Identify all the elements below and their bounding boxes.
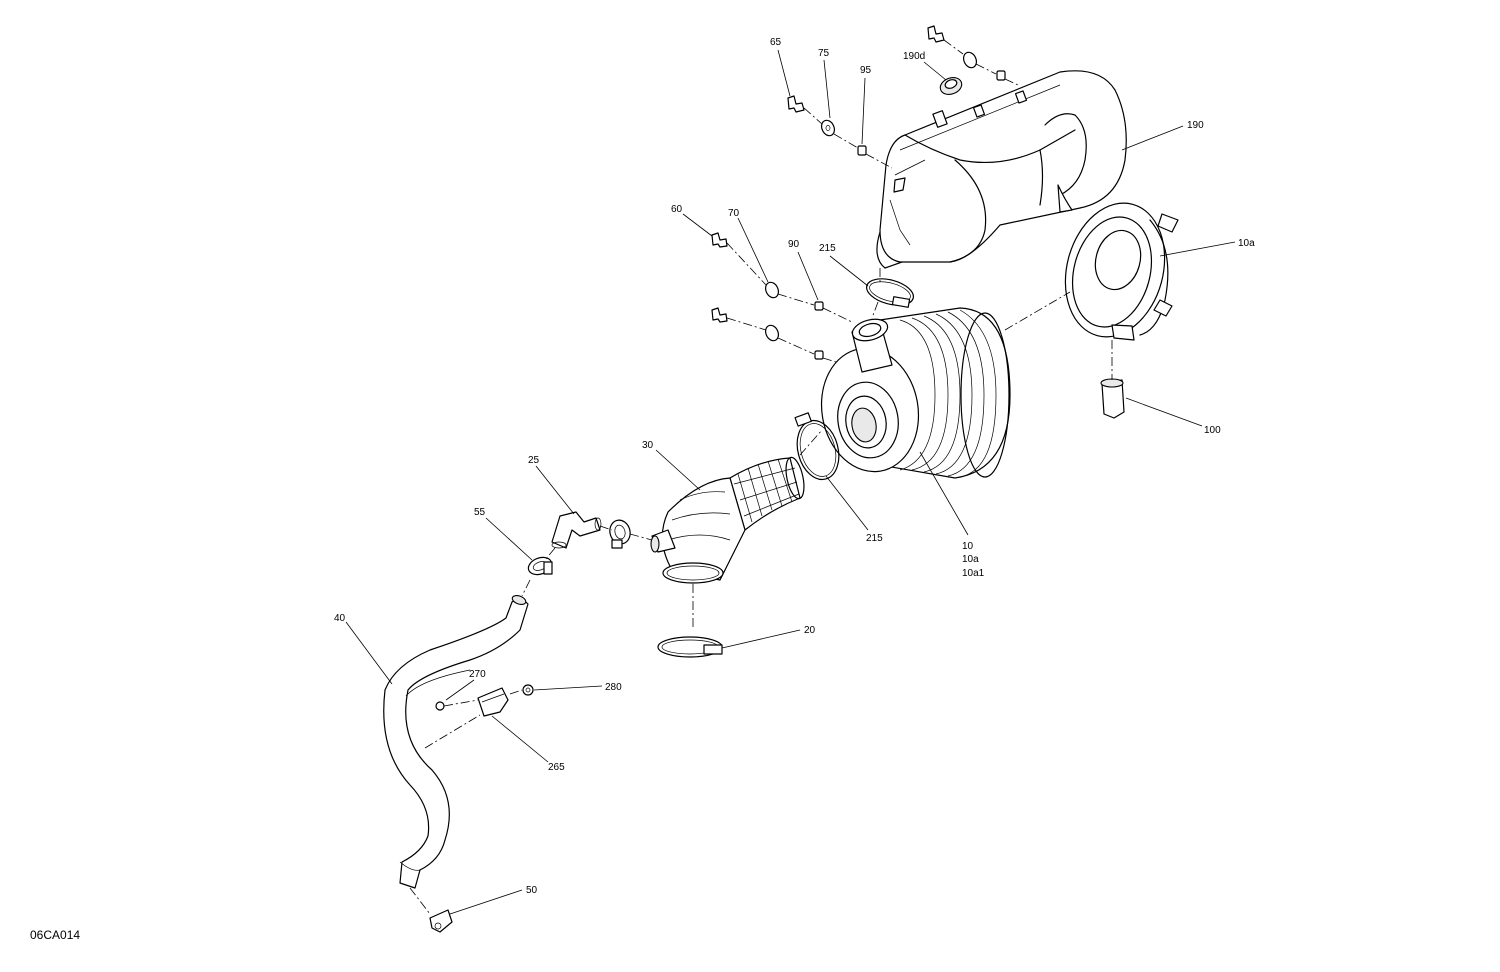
assembly-axis-lines: [799, 268, 1113, 456]
drain-hose-40: [383, 594, 529, 889]
callout-55: 55: [474, 507, 486, 518]
housing-hardware: [711, 232, 853, 363]
callout-90: 90: [788, 239, 800, 250]
support-bracket-265: [477, 687, 509, 717]
callout-60: 60: [671, 204, 683, 215]
callout-10a-cap: 10a: [1238, 238, 1255, 249]
filter-end-cap-10a: [1064, 202, 1179, 341]
callout-190d: 190d: [903, 51, 925, 62]
callout-10a1: 10a1: [962, 568, 985, 579]
drain-valve-100: [1100, 378, 1125, 419]
airbox-cover-190: [876, 70, 1127, 269]
callout-75: 75: [818, 48, 830, 59]
hose-clip-50: [429, 909, 453, 933]
callout-95: 95: [860, 65, 872, 76]
callout-25: 25: [528, 455, 540, 466]
callout-20: 20: [804, 625, 816, 636]
callout-30: 30: [642, 440, 654, 451]
intake-duct-30: [650, 456, 805, 584]
callout-265: 265: [548, 762, 565, 773]
elbow-fitting-25: [551, 511, 602, 549]
callout-70: 70: [728, 208, 740, 219]
leader-lines: [345, 49, 1236, 915]
clamp-215-upper: [866, 278, 914, 308]
hose-clamp-55: [527, 556, 553, 576]
callout-100: 100: [1204, 425, 1221, 436]
callout-280: 280: [605, 682, 622, 693]
callout-190: 190: [1187, 120, 1204, 131]
callout-40: 40: [334, 613, 346, 624]
callout-10: 10: [962, 541, 974, 552]
air-filter-housing-10: [820, 307, 1011, 479]
callout-270: 270: [469, 669, 486, 680]
callout-215-upper: 215: [819, 243, 836, 254]
cover-hardware: [787, 25, 1019, 169]
callout-65: 65: [770, 37, 782, 48]
callout-215-lower: 215: [866, 533, 883, 544]
callout-10a: 10a: [962, 554, 979, 565]
hose-clamp-upper: [609, 519, 631, 549]
bolt-270: [435, 701, 445, 711]
nut-280: [522, 684, 534, 696]
callout-50: 50: [526, 885, 538, 896]
drawing-code: 06CA014: [30, 928, 80, 942]
clamp-20: [657, 584, 723, 658]
clamp-215-lower: [794, 412, 840, 481]
